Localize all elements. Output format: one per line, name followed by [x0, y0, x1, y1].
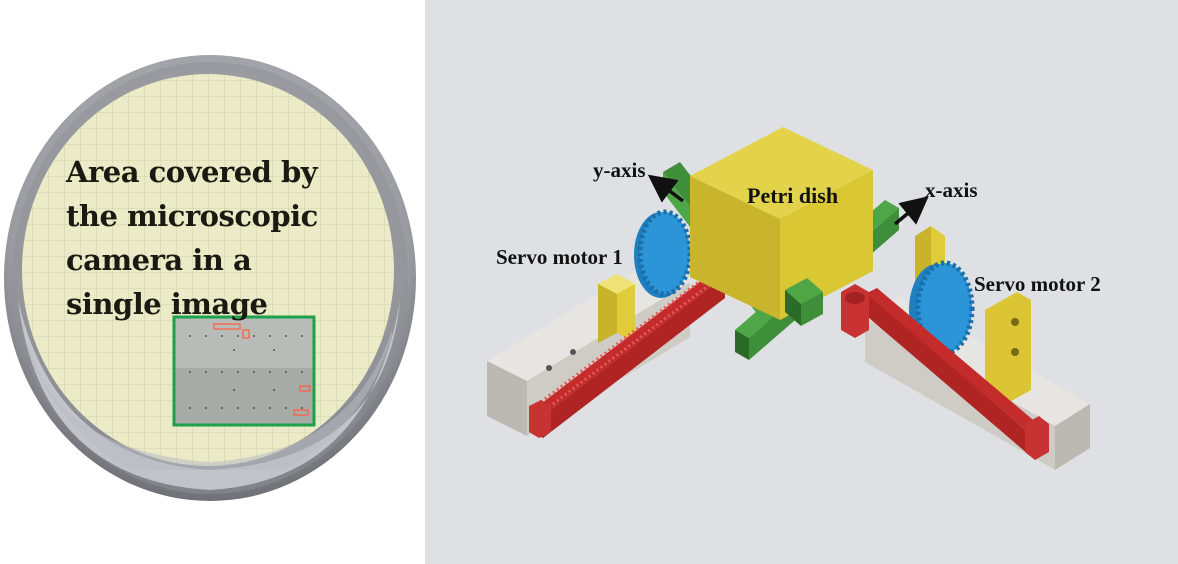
servo-2-end-block	[841, 284, 869, 338]
servo-motor-2-label: Servo motor 2	[974, 272, 1101, 296]
servo-motor-1-label: Servo motor 1	[496, 245, 623, 269]
camera-coverage-caption: Area covered by the microscopic camera i…	[66, 155, 318, 321]
servo-1-bracket	[598, 274, 635, 343]
petri-dish-label: Petri dish	[747, 183, 839, 208]
microscope-image-inset	[175, 318, 313, 424]
petri-dish-photo-panel: Area covered by the microscopic camera i…	[0, 0, 425, 564]
x-axis-label: x-axis	[925, 178, 978, 202]
servo-1-end-block	[529, 400, 551, 438]
camera-coverage-box	[172, 315, 316, 427]
petri-dish-photo	[4, 55, 416, 501]
center-rails-front	[785, 278, 823, 326]
x-axis-arrow	[893, 196, 929, 226]
mechanism-render-panel: Petri dish y-axis x-axis Servo motor 1 S…	[425, 0, 1178, 564]
servo-2-rack	[865, 288, 1049, 460]
mechanism-render	[487, 127, 1090, 470]
y-axis-label: y-axis	[593, 158, 646, 182]
servo-1-gear	[634, 209, 693, 298]
y-axis-arrow	[647, 174, 685, 203]
